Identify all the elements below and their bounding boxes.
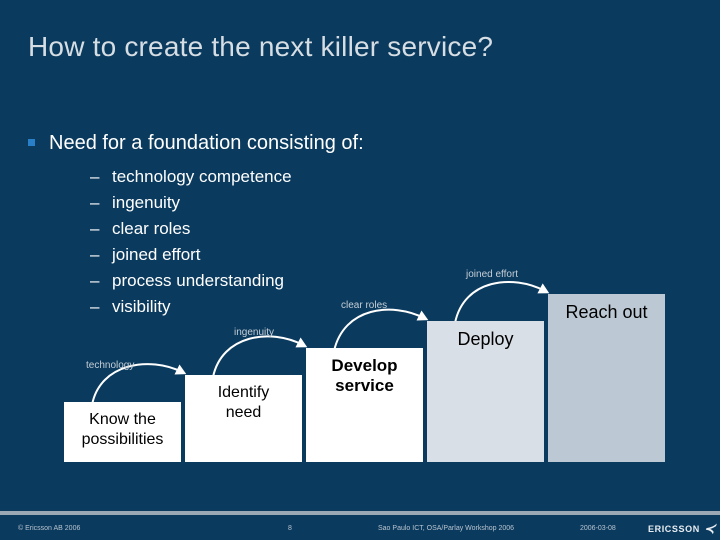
arrow-ingenuity (212, 335, 308, 378)
arrow-clear-roles (333, 308, 429, 352)
arrow-joined-effort (454, 280, 550, 324)
list-item: – joined effort (28, 242, 628, 268)
list-item-label: process understanding (112, 271, 285, 290)
step-box-reach-out: Reach out (548, 294, 665, 462)
staircase-diagram: technology ingenuity clear roles joined … (0, 255, 720, 470)
page-title: How to create the next killer service? (28, 31, 494, 62)
slide-footer (0, 515, 720, 540)
footer-date: 2006-03-08 (580, 525, 616, 532)
step-box-deploy: Deploy (427, 321, 544, 462)
list-item-label: visibility (112, 297, 171, 316)
arrow-label-joined-effort: joined effort (466, 269, 519, 280)
list-item: – process understanding (28, 268, 628, 294)
list-item: – visibility (28, 294, 628, 320)
footer-page-number: 8 (288, 525, 292, 532)
list-item-label: joined effort (112, 245, 201, 264)
step-label: Develop service (331, 356, 398, 395)
step-label: Deploy (457, 329, 514, 349)
dash-bullet-icon: – (90, 167, 100, 186)
footer-event-name: Sao Paulo ICT, OSA/Parlay Workshop 2006 (378, 525, 515, 532)
square-bullet-icon (28, 139, 35, 146)
step-label: Reach out (565, 302, 648, 322)
list-item: – technology competence (28, 164, 628, 190)
bullet-level1: Need for a foundation consisting of: (28, 130, 628, 156)
bullet-list: Need for a foundation consisting of: – t… (28, 130, 628, 320)
ericsson-logo: ERICSSON ≺ (648, 521, 716, 537)
step-box-develop-service: Develop service (306, 348, 423, 462)
bullet-sublist: – technology competence – ingenuity – cl… (28, 164, 628, 320)
step-label: Know the possibilities (81, 411, 164, 448)
ericsson-logo-text: ERICSSON (648, 524, 700, 534)
dash-bullet-icon: – (90, 245, 100, 264)
step-label: Identify need (217, 384, 270, 421)
dash-bullet-icon: – (90, 297, 100, 316)
arrow-label-technology: technology (86, 360, 135, 371)
list-item-label: technology competence (112, 167, 292, 186)
footer-copyright: © Ericsson AB 2006 (18, 525, 81, 532)
list-item-label: clear roles (112, 219, 191, 238)
step-box-identify-need: Identify need (185, 375, 302, 462)
dash-bullet-icon: – (90, 219, 100, 238)
bullet-level1-label: Need for a foundation consisting of: (49, 132, 364, 154)
list-item: – ingenuity (28, 190, 628, 216)
arrow-label-clear-roles: clear roles (341, 300, 388, 311)
dash-bullet-icon: – (90, 193, 100, 212)
list-item: – clear roles (28, 216, 628, 242)
list-item-label: ingenuity (112, 193, 181, 212)
ericsson-logo-mark-icon: ≺ (702, 521, 716, 536)
footer-divider (0, 511, 720, 515)
arrow-label-ingenuity: ingenuity (234, 327, 275, 338)
step-box-know-the-possibilities: Know the possibilities (64, 402, 181, 462)
dash-bullet-icon: – (90, 271, 100, 290)
